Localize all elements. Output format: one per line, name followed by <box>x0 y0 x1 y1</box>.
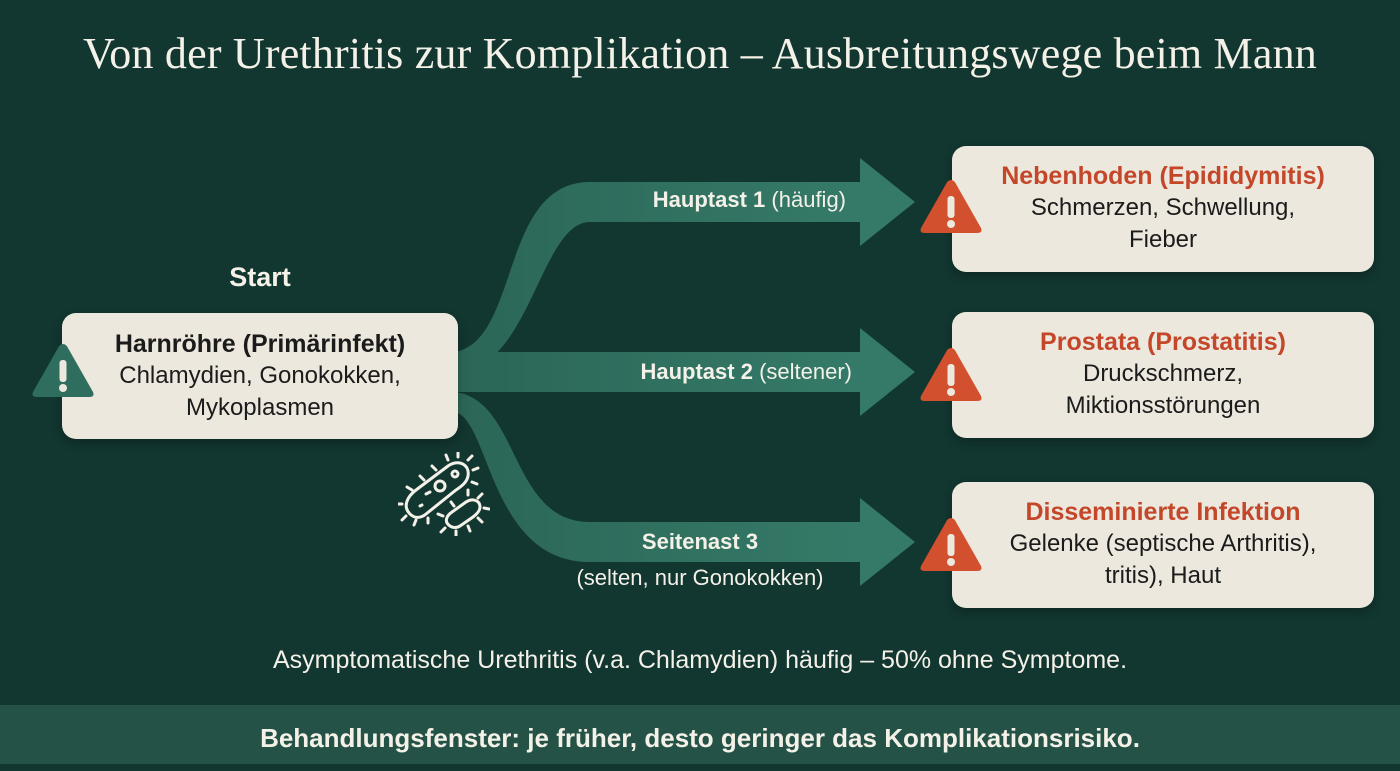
target-line-1: Gelenke (septische Arthritis), <box>1009 530 1317 557</box>
arrow-branch-3 <box>455 392 915 586</box>
diagram-title: Von der Urethritis zur Komplikation – Au… <box>82 29 1317 78</box>
bacteria-icon <box>398 452 490 536</box>
branch-label-3: Seitenast 3 (selten, nur Gonokokken) <box>540 529 860 591</box>
branch-name: Seitenast 3 <box>641 529 759 554</box>
arrow-branch-1 <box>455 158 915 372</box>
warning-triangle-icon <box>920 518 982 571</box>
branch-name: Hauptast 2 <box>640 359 753 384</box>
source-box-urethra: Harnröhre (Primärinfekt) Chlamydien, Gon… <box>62 313 458 439</box>
source-heading: Harnröhre (Primärinfekt) <box>114 330 406 358</box>
warning-triangle-icon <box>32 344 94 397</box>
target-box-prostatitis: Prostata (Prostatitis) Druckschmerz, Mik… <box>952 312 1374 438</box>
target-line-1: Schmerzen, Schwellung, <box>1030 194 1296 221</box>
target-heading: Nebenhoden (Epididymitis) <box>1001 162 1325 190</box>
start-label: Start <box>229 262 291 292</box>
warning-triangle-icon <box>920 180 982 233</box>
target-line-1: Druckschmerz, <box>1082 360 1244 387</box>
target-heading: Disseminierte Infektion <box>1025 498 1301 526</box>
target-line-2: Fieber <box>1128 226 1198 253</box>
branch-label-2: Hauptast 2 (seltener) <box>540 359 852 385</box>
branch-name: Hauptast 1 <box>652 187 766 212</box>
branch-qualifier: (häufig) <box>771 187 846 212</box>
target-heading: Prostata (Prostatitis) <box>1040 328 1286 356</box>
footer-banner: Behandlungsfenster: je früher, desto ger… <box>0 705 1400 764</box>
target-line-2: Miktionsstörungen <box>1065 392 1261 419</box>
warning-triangle-icon <box>920 348 982 401</box>
branch-qualifier: (seltener) <box>759 359 852 384</box>
arrow-branch-2 <box>455 328 915 416</box>
target-box-disseminated: Disseminierte Infektion Gelenke (septisc… <box>952 482 1374 608</box>
asymptomatic-note: Asymptomatische Urethritis (v.a. Chlamyd… <box>272 646 1128 674</box>
branch-label-1: Hauptast 1 (häufig) <box>560 187 846 213</box>
branch-qualifier: (selten, nur Gonokokken) <box>576 565 824 590</box>
source-line-1: Chlamydien, Gonokokken, <box>119 362 401 389</box>
target-line-2: tritis), Haut <box>1104 562 1221 589</box>
target-box-epididymitis: Nebenhoden (Epididymitis) Schmerzen, Sch… <box>952 146 1374 272</box>
source-line-2: Mykoplasmen <box>185 394 335 421</box>
